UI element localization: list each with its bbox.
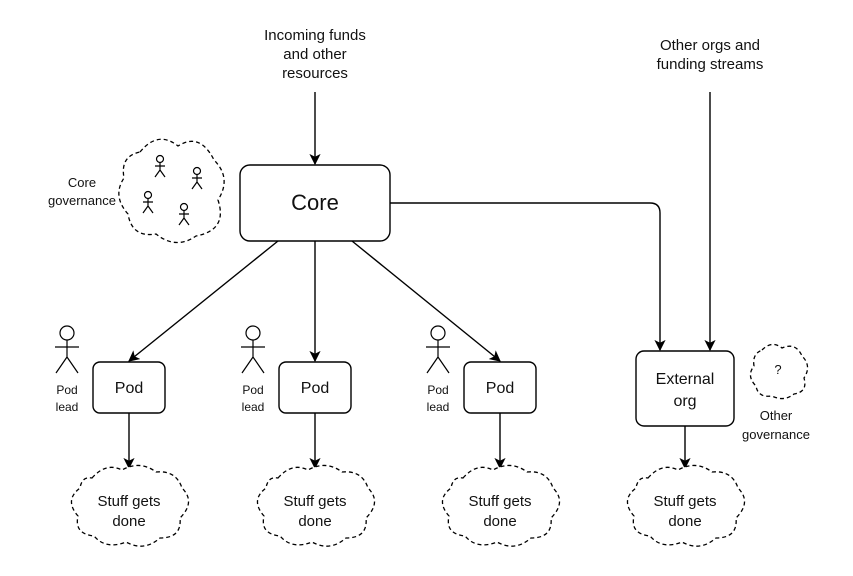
person-icon [178, 202, 190, 226]
pod-box [92, 361, 166, 414]
pod-lead-label-line1: Pod [427, 383, 448, 397]
other-orgs-label-line2: funding streams [657, 56, 764, 73]
pod-lead-label-line1: Pod [242, 383, 263, 397]
core-label: Core [291, 190, 339, 215]
pod-box [278, 361, 352, 414]
core-box [239, 164, 391, 242]
outcome-cloud [70, 464, 190, 547]
incoming-funds-label-line3: resources [282, 65, 348, 82]
person-icon [154, 154, 166, 178]
core-governance-label-line2: governance [48, 193, 116, 208]
edge-core-to-pod-3 [351, 240, 501, 362]
pod-lead-label-line2: lead [56, 400, 79, 414]
outcome-label-line1: Stuff gets [653, 493, 716, 510]
incoming-funds-label-line2: and other [283, 46, 346, 63]
pod-lead-icon [426, 325, 450, 374]
outcome-label-line1: Stuff gets [283, 493, 346, 510]
other-governance-label-line1: Other [760, 408, 793, 423]
pod-lead-icon [55, 325, 79, 374]
other-orgs-label-line1: Other orgs and [660, 37, 760, 54]
core-governance-label-line1: Core [68, 175, 96, 190]
outcome-cloud [626, 464, 746, 547]
pod-lead-icon [241, 325, 265, 374]
pod-lead-label-line2: lead [427, 400, 450, 414]
other-governance-question-mark: ? [774, 362, 781, 377]
outcome-label-line2: done [112, 513, 145, 530]
pod-label: Pod [301, 380, 329, 397]
other-governance-cloud [749, 343, 809, 400]
external-org-label-line2: org [673, 393, 696, 410]
other-governance-label-line2: governance [742, 427, 810, 442]
pod-box [463, 361, 537, 414]
outcome-cloud [256, 464, 376, 547]
outcome-label-line1: Stuff gets [468, 493, 531, 510]
outcome-label-line1: Stuff gets [97, 493, 160, 510]
person-icon [191, 166, 203, 190]
outcome-label-line2: done [668, 513, 701, 530]
person-icon [142, 190, 154, 214]
outcome-cloud [441, 464, 561, 547]
outcome-label-line2: done [298, 513, 331, 530]
external-org-label-line1: External [656, 371, 715, 388]
pod-lead-label-line2: lead [242, 400, 265, 414]
pod-label: Pod [115, 380, 143, 397]
edge-core-to-external [390, 202, 666, 352]
pod-lead-label-line1: Pod [56, 383, 77, 397]
edge-core-to-pod-1 [128, 240, 279, 362]
core-governance-cloud [118, 138, 225, 244]
incoming-funds-label-line1: Incoming funds [264, 27, 366, 44]
external-org-box [635, 350, 735, 427]
pod-label: Pod [486, 380, 514, 397]
outcome-label-line2: done [483, 513, 516, 530]
